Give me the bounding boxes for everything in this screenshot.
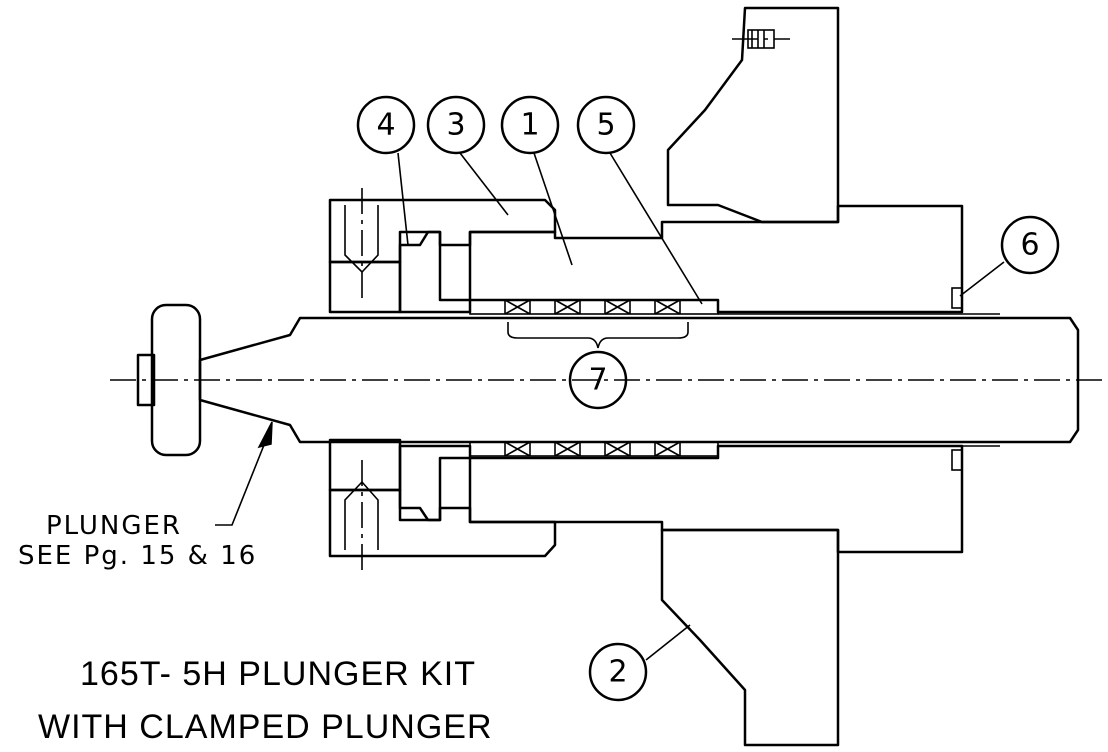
callout-5: 5 — [576, 95, 636, 155]
callout-7-label: 7 — [588, 363, 607, 398]
title-line2: WITH CLAMPED PLUNGER — [38, 708, 493, 746]
callout-1-label: 1 — [520, 108, 539, 143]
seal-ring-upper — [951, 287, 963, 309]
callout-1: 1 — [500, 95, 560, 155]
pump-body-lower — [468, 444, 964, 554]
callout-2-label: 2 — [608, 655, 627, 690]
leader-6 — [959, 261, 1005, 297]
leader-5 — [609, 152, 703, 305]
gland-follower-upper — [398, 230, 472, 314]
title-line1: 165T- 5H PLUNGER KIT — [80, 655, 476, 693]
leader-2 — [645, 624, 691, 661]
seal-ring-lower — [951, 449, 963, 471]
callout-3: 3 — [426, 95, 486, 155]
nut-set-screw-lower — [344, 460, 379, 572]
flange-upper — [666, 6, 840, 224]
plunger-shaft — [198, 316, 1080, 444]
leader-4 — [397, 152, 409, 246]
plunger-note-line1: PLUNGER — [46, 511, 182, 541]
callout-3-label: 3 — [446, 108, 465, 143]
callout-6-label: 6 — [1020, 228, 1039, 263]
flange-lower — [660, 528, 840, 747]
plunger-note-line2: SEE Pg. 15 & 16 — [18, 541, 257, 571]
clamp-nut-lower — [328, 488, 557, 558]
callout-4: 4 — [356, 95, 416, 155]
callout-6: 6 — [1000, 215, 1060, 275]
pump-body-upper — [468, 204, 964, 314]
clamp-nut-upper — [328, 198, 557, 264]
callout-5-label: 5 — [596, 108, 615, 143]
clamp-nut-face-lower — [328, 438, 402, 492]
packing-rings-lower — [469, 441, 719, 457]
packing-group-bracket — [507, 322, 689, 349]
callout-7: 7 — [568, 350, 628, 410]
leader-3 — [459, 152, 509, 216]
plunger-note-leader — [215, 421, 273, 526]
packing-rings-upper — [469, 299, 719, 315]
callout-2: 2 — [588, 642, 648, 702]
leader-1 — [533, 152, 573, 266]
callout-4-label: 4 — [376, 108, 395, 143]
nut-set-screw-upper — [344, 188, 379, 300]
flange-screw-detail — [732, 29, 790, 49]
